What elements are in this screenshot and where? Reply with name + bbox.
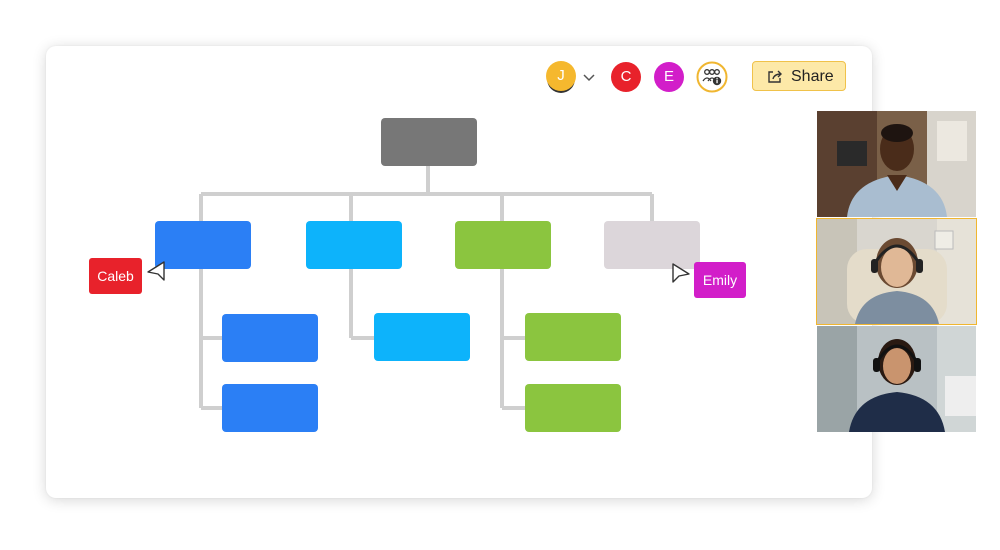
org-node-blue-child-2[interactable]	[222, 384, 318, 432]
people-group-icon[interactable]	[696, 61, 728, 93]
participant-video-1	[817, 111, 976, 217]
whiteboard-canvas[interactable]: J C E Share	[46, 46, 872, 498]
participant-video-2	[817, 219, 976, 324]
org-node-root[interactable]	[381, 118, 477, 166]
chevron-down-icon[interactable]	[583, 74, 595, 82]
cursor-emily-label: Emily	[694, 262, 746, 298]
share-label: Share	[791, 68, 834, 85]
participant-video-3	[817, 326, 976, 432]
cursor-caleb-label: Caleb	[89, 258, 142, 294]
org-node-level1-cyan[interactable]	[306, 221, 402, 269]
org-node-blue-child-1[interactable]	[222, 314, 318, 362]
org-node-level1-blue[interactable]	[155, 221, 251, 269]
org-node-green-child-1[interactable]	[525, 313, 621, 361]
video-tile-participant-1[interactable]	[817, 111, 976, 217]
org-node-level1-green[interactable]	[455, 221, 551, 269]
org-node-level1-grey[interactable]	[604, 221, 700, 269]
share-button[interactable]: Share	[752, 61, 846, 91]
avatar-j[interactable]: J	[546, 61, 576, 91]
video-tile-participant-3[interactable]	[817, 326, 976, 432]
org-chart-connectors	[199, 166, 654, 410]
collaboration-toolbar: J C E Share	[46, 46, 872, 116]
cursor-emily-pointer-icon	[672, 263, 690, 283]
cursor-caleb-pointer-icon	[147, 261, 165, 281]
org-node-cyan-child-1[interactable]	[374, 313, 470, 361]
avatar-c[interactable]: C	[611, 62, 641, 92]
org-node-green-child-2[interactable]	[525, 384, 621, 432]
video-tile-participant-2[interactable]	[816, 218, 977, 325]
avatar-e[interactable]: E	[654, 62, 684, 92]
share-arrow-icon	[768, 70, 782, 83]
